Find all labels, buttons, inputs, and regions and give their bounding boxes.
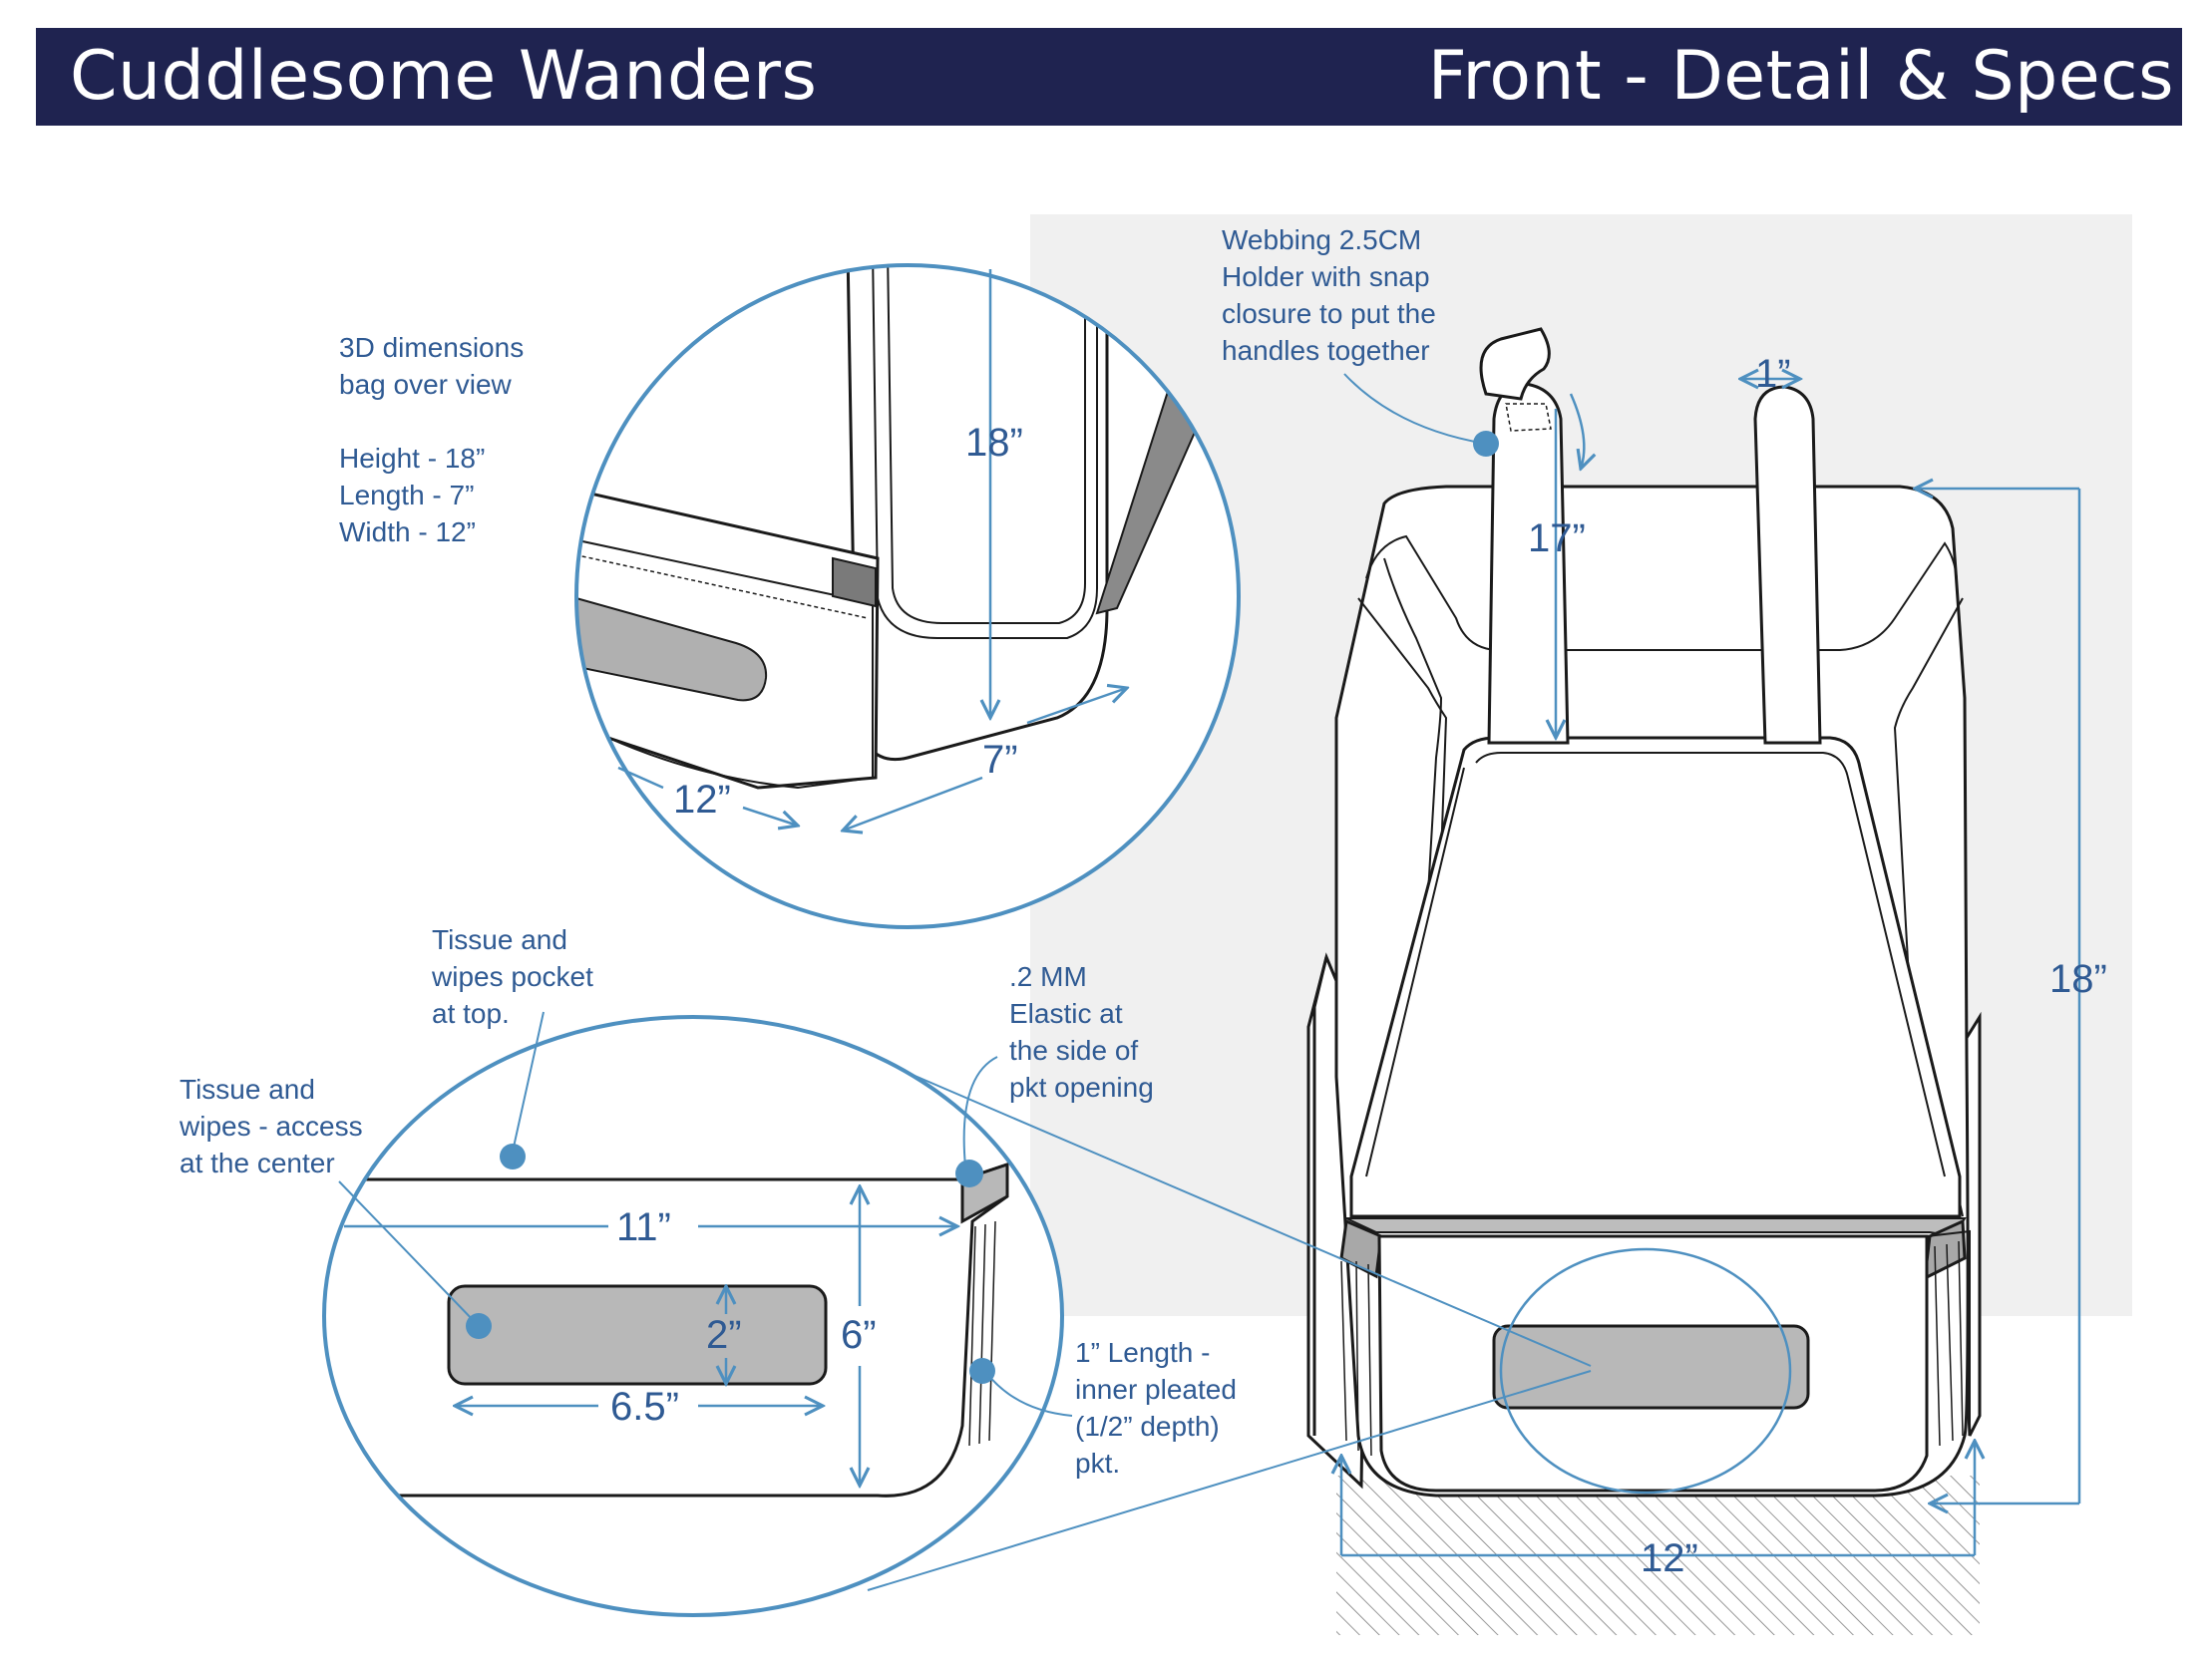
pocket-highlight-ellipse [1499, 1247, 1792, 1495]
elastic-callout: .2 MM Elastic at the side of pkt opening [1009, 961, 1154, 1103]
strap-drop-label: 17” [1528, 516, 1586, 560]
slot-width-label: 6.5” [610, 1385, 679, 1429]
overview-callout: 3D dimensions bag over view Height - 18”… [339, 332, 525, 547]
tissue-top-dot [500, 1144, 526, 1169]
view-title: Front - Detail & Specs [1427, 37, 2174, 116]
main-tissue-slot [1492, 1324, 1810, 1410]
elastic-dot [955, 1160, 983, 1187]
webbing-leader [1343, 373, 1487, 445]
bag-height-label: 18” [2049, 957, 2107, 1001]
bottom-detail-ellipse [322, 1011, 1073, 1617]
tissue-top-callout: Tissue and wipes pocket at top. [432, 924, 593, 1029]
brand-title: Cuddlesome Wanders [70, 37, 818, 116]
detail-height-label: 18” [965, 421, 1023, 465]
detail-tissue-slot [447, 1284, 828, 1386]
detail-width-label: 12” [673, 778, 731, 822]
top-detail-circle [574, 263, 1241, 929]
pocket-width-label: 11” [616, 1205, 671, 1249]
detail-length-label: 7” [982, 738, 1018, 782]
webbing-callout-dot [1473, 431, 1499, 457]
header-bar: Cuddlesome Wanders Front - Detail & Spec… [36, 28, 2182, 126]
bag-dimension-lines [1341, 379, 2081, 1557]
detail-leader-lines [867, 1074, 1592, 1591]
pleated-dot [969, 1358, 995, 1384]
backpack-front-view [1306, 327, 1982, 1498]
pocket-height-label: 6” [841, 1313, 877, 1357]
tissue-center-callout: Tissue and wipes - access at the center [180, 1074, 363, 1178]
slot-height-label: 2” [706, 1313, 742, 1357]
webbing-callout: Webbing 2.5CM Holder with snap closure t… [1222, 224, 1436, 366]
bag-width-label: 12” [1641, 1536, 1698, 1580]
strap-width-label: 1” [1755, 352, 1791, 396]
pleated-callout: 1” Length - inner pleated (1/2” depth) p… [1075, 1337, 1237, 1479]
